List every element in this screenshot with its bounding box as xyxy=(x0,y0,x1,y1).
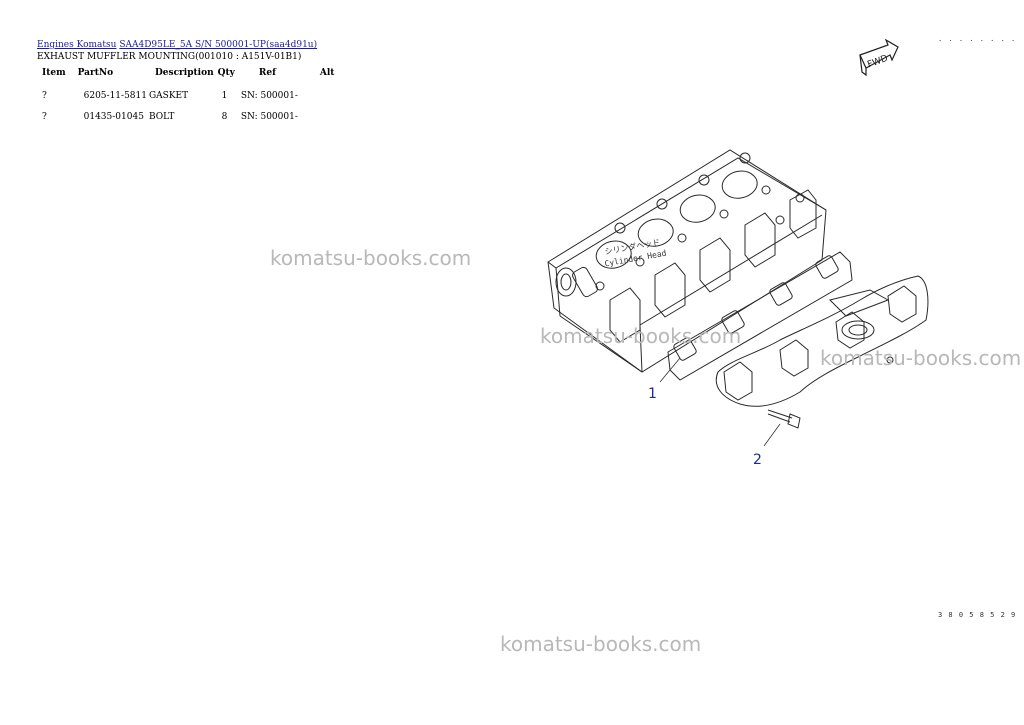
watermark: komatsu-books.com xyxy=(540,324,742,348)
leader-lines xyxy=(659,357,781,447)
cell-partno: 01435-01045 xyxy=(83,111,144,122)
exploded-parts-diagram: FWD シリンダヘッド Cylinder Head xyxy=(547,38,929,447)
table-row: ? 01435-01045 BOLT 8 SN: 500001- xyxy=(36,106,340,127)
exhaust-manifold-drawing xyxy=(715,275,929,407)
watermark: komatsu-books.com xyxy=(820,346,1022,370)
fwd-arrow-icon: FWD xyxy=(859,38,899,77)
col-item-header: Item xyxy=(42,68,66,78)
bolt-drawing xyxy=(767,409,801,429)
cell-description: GASKET xyxy=(148,90,189,101)
callout-2: 2 xyxy=(753,452,762,468)
cell-item: ? xyxy=(42,111,47,122)
col-partno-header: PartNo xyxy=(77,68,114,78)
cell-qty: 8 xyxy=(221,111,228,122)
drawing-code: 3 8 0 5 8 5 2 9 xyxy=(938,611,1017,619)
breadcrumb: Engines Komatsu SAA4D95LE_5A S/N 500001-… xyxy=(37,40,317,51)
cell-item: ? xyxy=(42,90,47,101)
cell-ref: SN: 500001- xyxy=(240,90,298,101)
page-title: EXHAUST MUFFLER MOUNTING(001010 : A151V-… xyxy=(37,52,302,62)
col-qty-header: Qty xyxy=(217,68,235,78)
breadcrumb-link-engines[interactable]: Engines Komatsu xyxy=(37,40,117,50)
table-header-row: Item PartNo Description Qty Ref Alt xyxy=(36,64,340,79)
breadcrumb-link-model[interactable]: SAA4D95LE_5A S/N 500001-UP(saa4d91u) xyxy=(119,40,318,50)
cell-partno: 6205-11-5811 xyxy=(83,90,147,101)
table-row: ? 6205-11-5811 GASKET 1 SN: 500001- xyxy=(36,79,340,106)
col-alt-header: Alt xyxy=(319,68,335,78)
col-ref-header: Ref xyxy=(258,68,276,78)
watermark: komatsu-books.com xyxy=(500,632,702,656)
corner-marks: . . . . . . . . xyxy=(938,35,1017,43)
cell-ref: SN: 500001- xyxy=(240,111,298,122)
parts-table: Item PartNo Description Qty Ref Alt ? 62… xyxy=(36,64,340,127)
fwd-label: FWD xyxy=(866,54,889,71)
cell-qty: 1 xyxy=(221,90,228,101)
watermark: komatsu-books.com xyxy=(270,246,472,270)
callout-1: 1 xyxy=(648,386,657,402)
col-description-header: Description xyxy=(154,68,214,78)
cell-alt xyxy=(304,79,341,106)
cell-alt xyxy=(304,106,341,127)
cell-description: BOLT xyxy=(148,111,175,122)
